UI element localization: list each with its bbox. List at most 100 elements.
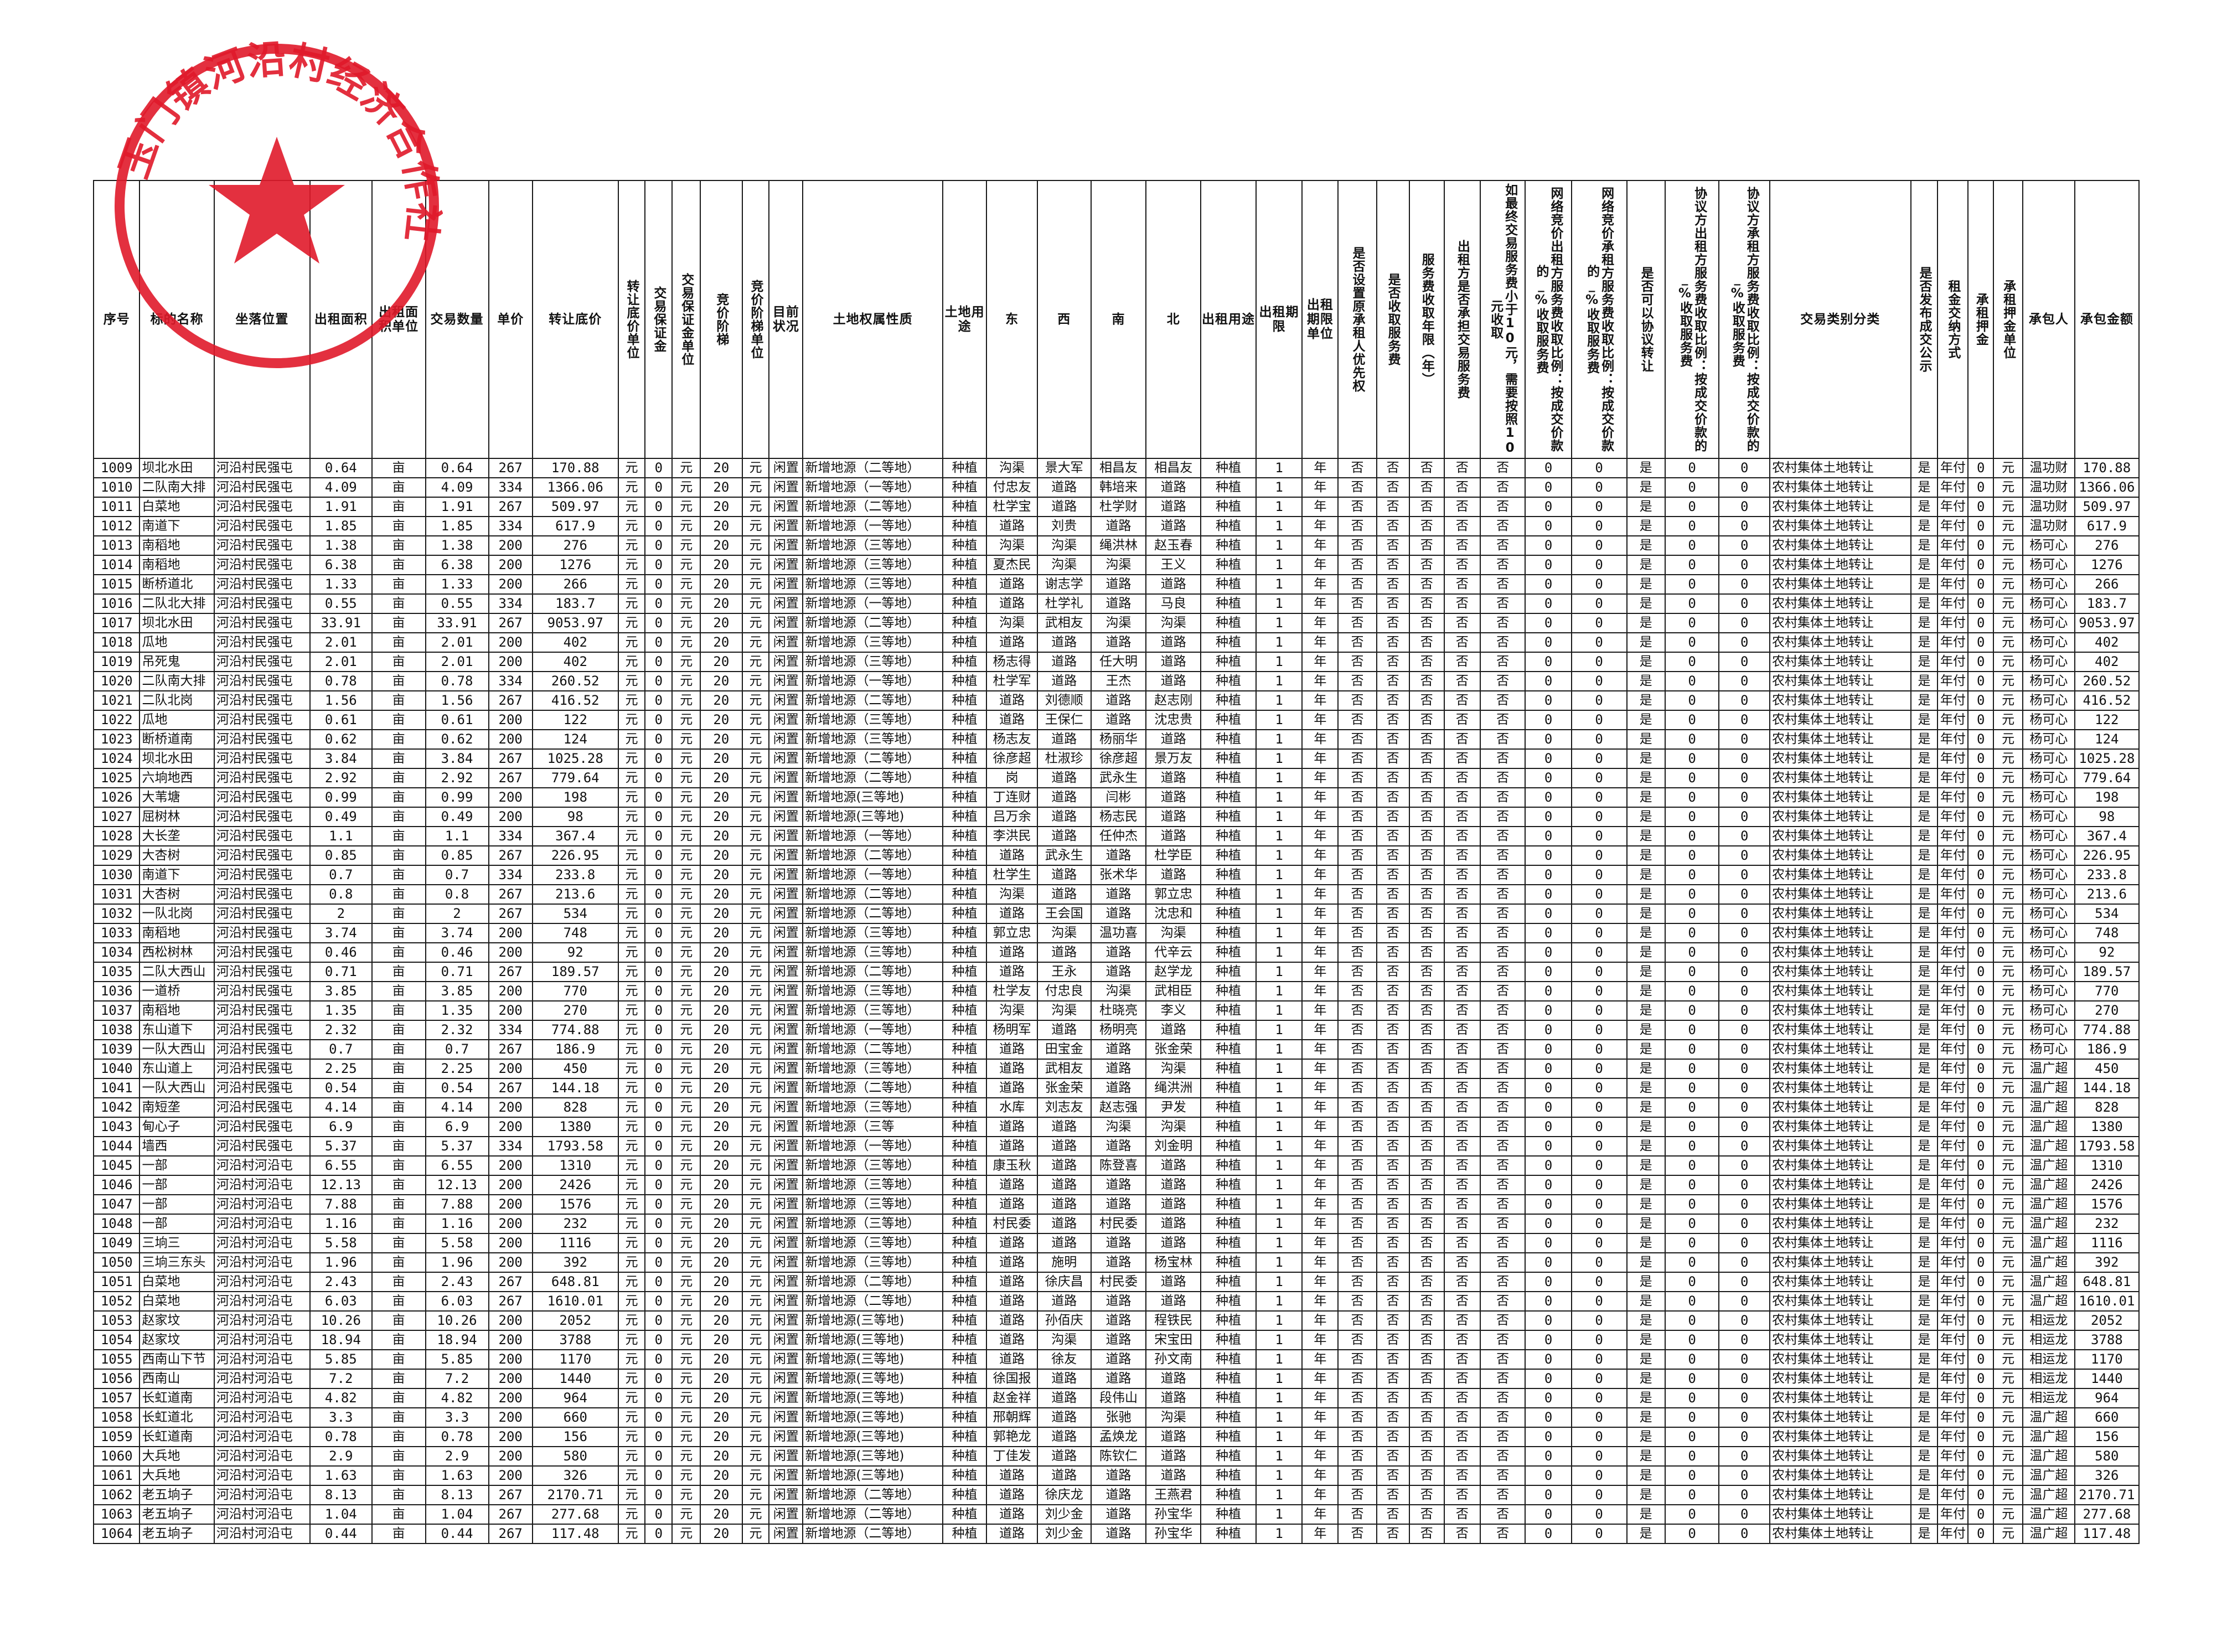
table-cell: 270 bbox=[531, 1000, 619, 1021]
table-cell: 年 bbox=[1301, 1369, 1339, 1389]
table-cell: 元 bbox=[1993, 904, 2024, 924]
table-cell: 种植 bbox=[1200, 884, 1257, 905]
table-cell: 否 bbox=[1376, 535, 1410, 556]
table-cell: 元 bbox=[741, 748, 770, 769]
table-cell: 新增地源（三等地） bbox=[802, 1059, 943, 1079]
table-cell: 农村集体土地转让 bbox=[1769, 1465, 1911, 1486]
table-cell: 道路 bbox=[986, 690, 1038, 711]
table-cell: 闲置 bbox=[768, 807, 804, 827]
table-cell: 0 bbox=[1664, 1039, 1720, 1060]
table-cell: 0 bbox=[1718, 458, 1771, 478]
table-cell: 种植 bbox=[942, 787, 988, 808]
table-cell: 20 bbox=[700, 1524, 743, 1544]
table-cell: 农村集体土地转让 bbox=[1769, 1504, 1911, 1525]
table-cell: 0 bbox=[1525, 942, 1572, 963]
table-cell: 新增地源（一等地） bbox=[802, 593, 943, 614]
table-cell: 闲置 bbox=[768, 768, 804, 788]
table-cell: 0 bbox=[1967, 477, 1995, 498]
table-cell: 否 bbox=[1376, 845, 1410, 866]
table-cell: 450 bbox=[2074, 1059, 2140, 1079]
table-cell: 20 bbox=[700, 1465, 743, 1486]
table-cell: 元 bbox=[741, 1078, 770, 1098]
table-cell: 亩 bbox=[371, 1465, 426, 1486]
table-cell: 闲置 bbox=[768, 671, 804, 691]
table-cell: 否 bbox=[1443, 1155, 1481, 1176]
table-cell: 沟渠 bbox=[1036, 535, 1092, 556]
table-cell: 杨可心 bbox=[2022, 923, 2075, 943]
table-cell: 0 bbox=[1570, 884, 1628, 905]
table-cell: 道路 bbox=[986, 1252, 1038, 1273]
table-cell: 道路 bbox=[1090, 1349, 1147, 1370]
table-cell: 20 bbox=[700, 942, 743, 963]
table-cell: 否 bbox=[1443, 1000, 1481, 1021]
table-cell: 否 bbox=[1443, 690, 1481, 711]
table-cell: 否 bbox=[1337, 942, 1377, 963]
table-cell: 0 bbox=[1664, 1136, 1720, 1157]
table-cell: 杨可心 bbox=[2022, 768, 2075, 788]
table-cell: 种植 bbox=[1200, 555, 1257, 575]
table-cell: 元 bbox=[617, 535, 646, 556]
table-cell: 1610.01 bbox=[2074, 1291, 2140, 1312]
table-cell: 0 bbox=[1570, 1291, 1628, 1312]
table-cell: 0 bbox=[1664, 845, 1720, 866]
table-cell: 0 bbox=[644, 613, 673, 633]
table-cell: 0 bbox=[1664, 1272, 1720, 1292]
table-cell: 王燕君 bbox=[1145, 1485, 1202, 1505]
table-cell: 20 bbox=[700, 1117, 743, 1137]
table-cell: 是 bbox=[1626, 807, 1666, 827]
table-cell: 否 bbox=[1479, 1097, 1526, 1118]
table-cell: 0 bbox=[1664, 1388, 1720, 1408]
table-cell: 农村集体土地转让 bbox=[1769, 593, 1911, 614]
table-cell: 闲置 bbox=[768, 1097, 804, 1118]
table-cell: 否 bbox=[1376, 710, 1410, 730]
table-cell: 0 bbox=[1570, 1407, 1628, 1428]
table-cell: 否 bbox=[1337, 845, 1377, 866]
table-cell: 144.18 bbox=[2074, 1078, 2140, 1098]
table-cell: 0 bbox=[1967, 574, 1995, 595]
table-cell: 刘志友 bbox=[1036, 1097, 1092, 1118]
table-cell: 0 bbox=[644, 1117, 673, 1137]
table-cell: 道路 bbox=[1036, 1369, 1092, 1389]
table-cell: 是 bbox=[1910, 1194, 1939, 1215]
table-cell: 是 bbox=[1910, 768, 1939, 788]
table-cell: 道路 bbox=[1036, 942, 1092, 963]
table-cell: 否 bbox=[1408, 1000, 1445, 1021]
table-cell: 0.49 bbox=[425, 807, 489, 827]
table-cell: 否 bbox=[1443, 1078, 1481, 1098]
table-cell: 1019 bbox=[92, 652, 141, 672]
table-cell: 否 bbox=[1479, 1310, 1526, 1331]
table-cell: 杨可心 bbox=[2022, 613, 2075, 633]
table-cell: 200 bbox=[488, 1252, 533, 1273]
table-cell: 0 bbox=[1718, 555, 1771, 575]
table-cell: 是 bbox=[1910, 1252, 1939, 1273]
table-cell: 否 bbox=[1479, 497, 1526, 517]
table-cell: 0 bbox=[1718, 632, 1771, 653]
table-cell: 元 bbox=[1993, 1465, 2024, 1486]
table-cell: 道路 bbox=[1090, 1078, 1147, 1098]
table-cell: 20 bbox=[700, 613, 743, 633]
table-cell: 否 bbox=[1479, 632, 1526, 653]
table-cell: 相昌友 bbox=[1090, 458, 1147, 478]
table-cell: 元 bbox=[617, 1020, 646, 1040]
table-cell: 种植 bbox=[1200, 865, 1257, 885]
table-cell: 0 bbox=[1570, 671, 1628, 691]
table-cell: 元 bbox=[741, 1233, 770, 1253]
table-cell: 否 bbox=[1408, 574, 1445, 595]
table-cell: 0 bbox=[1664, 884, 1720, 905]
table-cell: 否 bbox=[1376, 865, 1410, 885]
table-cell: 否 bbox=[1337, 1272, 1377, 1292]
table-cell: 0 bbox=[1664, 1078, 1720, 1098]
table-cell: 种植 bbox=[1200, 923, 1257, 943]
table-cell: 邢朝辉 bbox=[986, 1407, 1038, 1428]
table-cell: 0 bbox=[644, 1039, 673, 1060]
table-cell: 226.95 bbox=[531, 845, 619, 866]
table-cell: 新增地源（三等地） bbox=[802, 981, 943, 1001]
table-cell: 否 bbox=[1443, 1349, 1481, 1370]
column-header: 交易数量 bbox=[425, 180, 489, 459]
table-cell: 20 bbox=[700, 1136, 743, 1157]
table-cell: 元 bbox=[1993, 1117, 2024, 1137]
table-cell: 0 bbox=[1718, 574, 1771, 595]
table-cell: 否 bbox=[1337, 593, 1377, 614]
table-cell: 1049 bbox=[92, 1233, 141, 1253]
